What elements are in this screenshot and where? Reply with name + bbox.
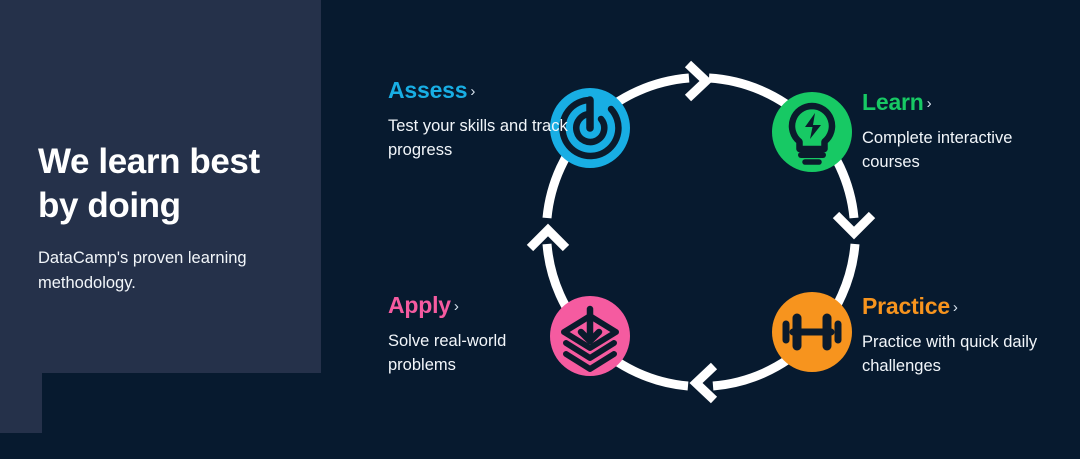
left-panel-background: [0, 0, 321, 373]
headline-line-1: We learn best: [38, 142, 260, 181]
step-practice-label: Practice: [862, 293, 950, 319]
flow-chevron-right: [832, 211, 876, 240]
target-radar-icon: [559, 96, 622, 160]
step-assess-title[interactable]: Assess›: [388, 76, 475, 108]
chevron-right-icon: ›: [952, 299, 958, 316]
dumbbell-icon: [782, 313, 842, 351]
flow-chevron-left: [526, 223, 570, 252]
flow-chevron-top: [684, 60, 713, 102]
step-practice-description: Practice with quick daily challenges: [862, 333, 1038, 375]
node-learn[interactable]: [772, 92, 852, 172]
page-subtitle: DataCamp's proven learning methodology.: [38, 249, 247, 292]
flow-chevron-bottom: [689, 362, 718, 404]
headline-line-2: by doing: [38, 186, 181, 225]
page-title: We learn best by doing: [38, 140, 306, 228]
step-apply-label: Apply: [388, 292, 451, 318]
node-apply[interactable]: [550, 296, 630, 376]
step-apply-title[interactable]: Apply›: [388, 291, 459, 323]
headline-block: We learn best by doing DataCamp's proven …: [38, 140, 306, 296]
chevron-right-icon: ›: [470, 83, 476, 100]
step-practice[interactable]: Practice› Practice with quick daily chal…: [862, 292, 1062, 378]
chevron-right-icon: ›: [453, 298, 459, 315]
step-apply[interactable]: Apply› Solve real-world problems: [388, 291, 573, 377]
node-assess[interactable]: [550, 88, 630, 168]
chevron-right-icon: ›: [926, 95, 932, 112]
step-learn-title[interactable]: Learn›: [862, 88, 932, 120]
step-learn-label: Learn: [862, 89, 924, 115]
lightbulb-bolt-icon: [788, 102, 836, 165]
step-apply-description: Solve real-world problems: [388, 332, 507, 374]
step-learn[interactable]: Learn› Complete interactive courses: [862, 88, 1062, 174]
node-practice[interactable]: [772, 292, 852, 372]
left-panel-notch-tail: [0, 373, 42, 433]
layers-download-icon: [561, 305, 619, 372]
step-practice-title[interactable]: Practice›: [862, 292, 958, 324]
step-assess-description: Test your skills and track progress: [388, 117, 568, 159]
step-assess-label: Assess: [388, 77, 468, 103]
step-assess[interactable]: Assess› Test your skills and track progr…: [388, 76, 573, 162]
learning-cycle-diagram: [506, 28, 896, 428]
step-learn-description: Complete interactive courses: [862, 129, 1013, 171]
